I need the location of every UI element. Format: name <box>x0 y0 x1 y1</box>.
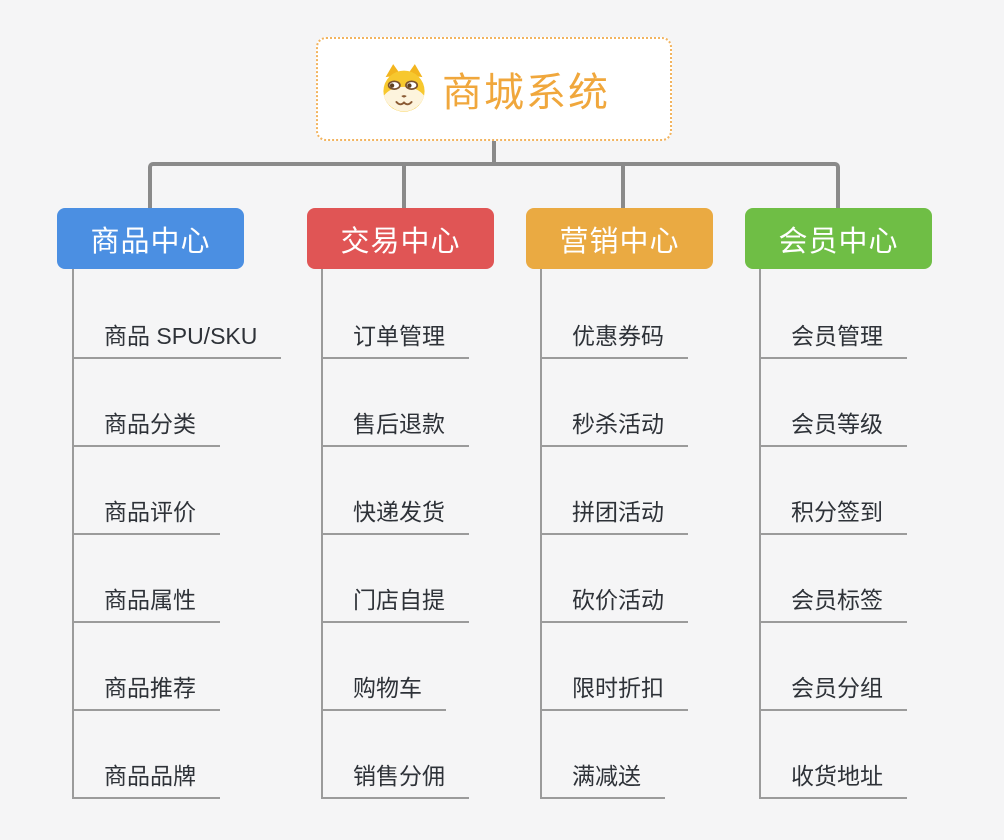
subtopic-item[interactable]: 积分签到 <box>759 495 907 535</box>
subtopic-item[interactable]: 订单管理 <box>321 319 469 359</box>
subtopic-item[interactable]: 拼团活动 <box>540 495 688 535</box>
connector-branch3-stub <box>621 166 625 208</box>
connector-trunk <box>148 162 840 208</box>
branch-products[interactable]: 商品中心 <box>57 208 244 269</box>
branch-marketing[interactable]: 营销中心 <box>526 208 713 269</box>
subtopic-item[interactable]: 会员标签 <box>759 583 907 623</box>
connector-root-stub <box>492 140 496 162</box>
subtopic-item[interactable]: 门店自提 <box>321 583 469 623</box>
subtopic-item[interactable]: 秒杀活动 <box>540 407 688 447</box>
root-topic[interactable]: 商城系统 <box>316 37 672 141</box>
subtopic-item[interactable]: 优惠券码 <box>540 319 688 359</box>
connector-branch2-stub <box>402 166 406 208</box>
subtopic-item[interactable]: 售后退款 <box>321 407 469 447</box>
subtopic-item[interactable]: 购物车 <box>321 671 446 711</box>
subtopic-item[interactable]: 商品推荐 <box>72 671 220 711</box>
branch-members[interactable]: 会员中心 <box>745 208 932 269</box>
subtopic-item[interactable]: 会员等级 <box>759 407 907 447</box>
subtopic-item[interactable]: 商品品牌 <box>72 759 220 799</box>
subtopic-item[interactable]: 商品评价 <box>72 495 220 535</box>
subtopic-item[interactable]: 商品属性 <box>72 583 220 623</box>
subtopic-item[interactable]: 限时折扣 <box>540 671 688 711</box>
subtopic-item[interactable]: 会员管理 <box>759 319 907 359</box>
doge-icon <box>383 64 425 112</box>
branch-trade[interactable]: 交易中心 <box>307 208 494 269</box>
subtopic-item[interactable]: 满减送 <box>540 759 665 799</box>
subtopic-item[interactable]: 快递发货 <box>321 495 469 535</box>
subtopic-item[interactable]: 商品 SPU/SKU <box>72 319 282 359</box>
subtopic-item[interactable]: 会员分组 <box>759 671 907 711</box>
subtopic-item[interactable]: 砍价活动 <box>540 583 688 623</box>
root-topic-label: 商城系统 <box>442 71 610 115</box>
subtopic-item[interactable]: 销售分佣 <box>321 759 469 799</box>
subtopic-item[interactable]: 收货地址 <box>759 759 907 799</box>
subtopic-item[interactable]: 商品分类 <box>72 407 220 447</box>
